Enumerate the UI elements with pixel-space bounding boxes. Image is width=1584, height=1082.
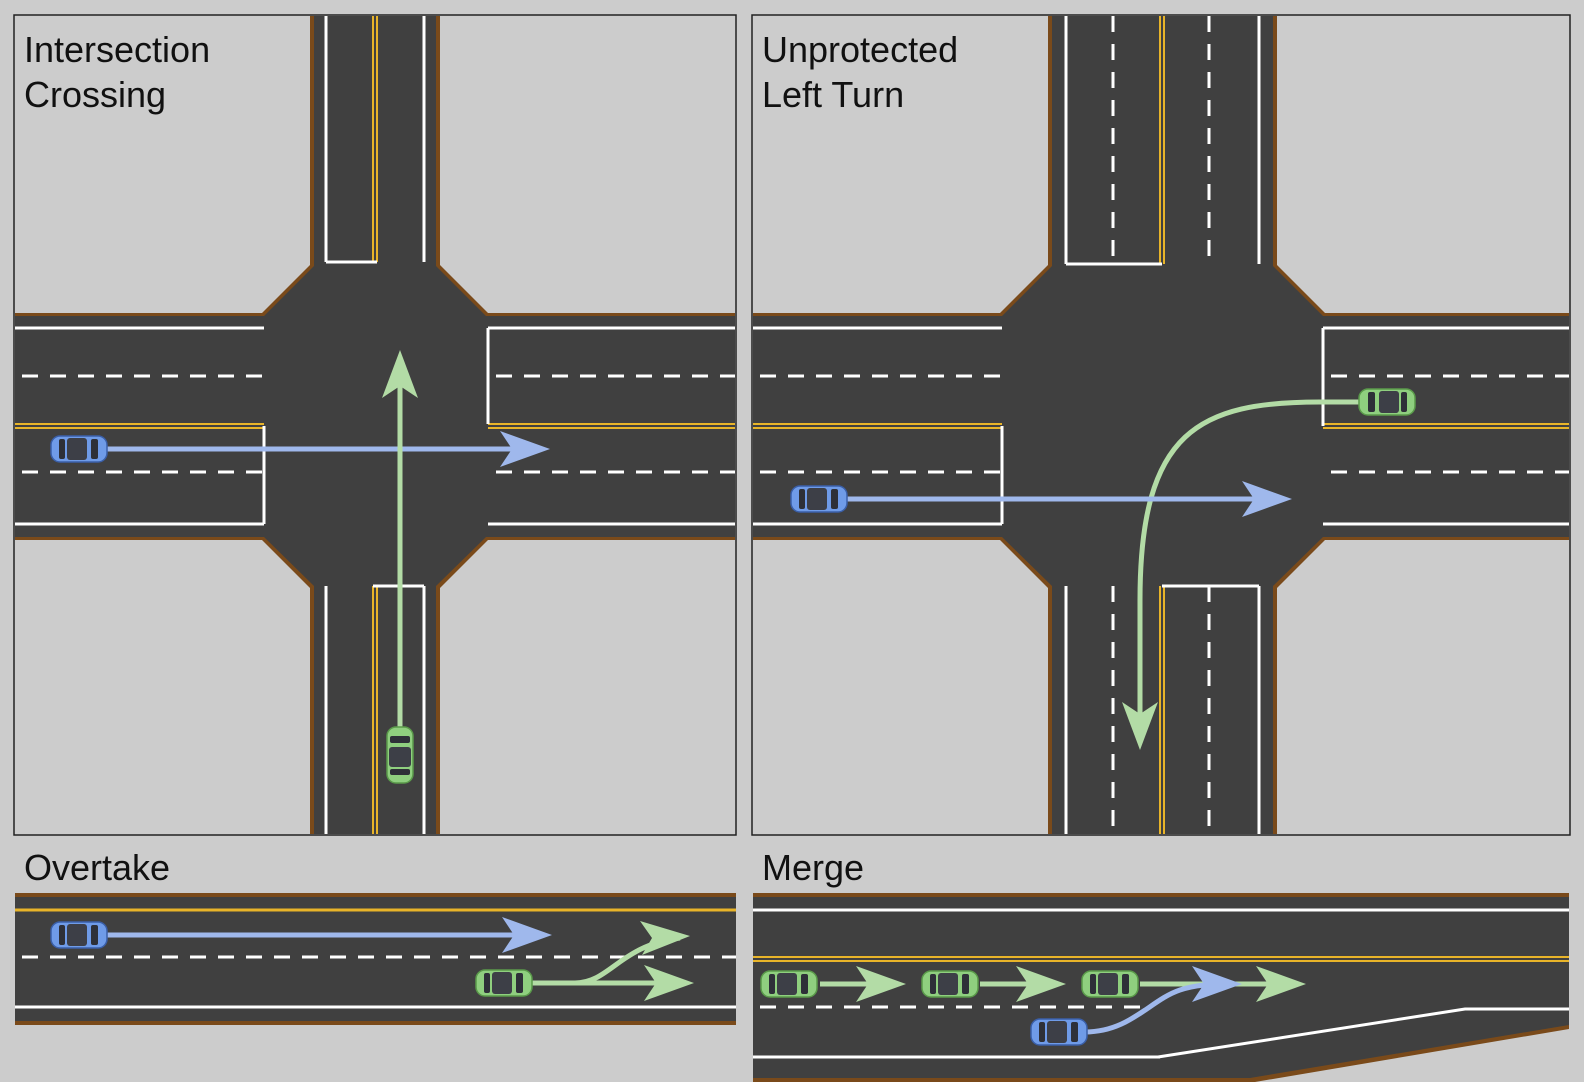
ego-vehicle-icon	[50, 921, 108, 949]
ego-vehicle-icon	[1030, 1018, 1088, 1046]
panel-title-line1: Intersection	[24, 29, 210, 70]
panel-merge: Merge	[753, 847, 1569, 1082]
intersection-asphalt	[753, 16, 1569, 834]
panel-title-line2: Crossing	[24, 74, 166, 115]
other-vehicle-icon	[1081, 970, 1139, 998]
road-asphalt	[15, 897, 736, 1021]
other-path-follow-1	[820, 966, 906, 1002]
other-vehicle-icon	[760, 970, 818, 998]
panel-unprotected-left-turn: Unprotected Left Turn	[751, 14, 1571, 836]
ego-path-merge	[1084, 966, 1242, 1035]
ego-vehicle-icon	[50, 435, 108, 463]
other-path-crossing	[382, 350, 418, 740]
ego-path-straight	[95, 431, 550, 467]
ego-vehicle-icon	[790, 485, 848, 513]
other-path-overtake	[530, 921, 694, 1001]
intersection-asphalt	[15, 16, 735, 834]
panel-intersection-crossing: Intersection Crossing	[13, 14, 737, 836]
other-vehicle-icon	[475, 969, 533, 997]
panel-title: Merge	[762, 847, 864, 888]
other-path-follow-2	[980, 966, 1066, 1002]
other-path-left-turn	[1122, 399, 1380, 750]
ego-path-straight	[835, 481, 1292, 517]
other-vehicle-icon	[1358, 388, 1416, 416]
panel-title-line2: Left Turn	[762, 74, 904, 115]
panel-title-line1: Unprotected	[762, 29, 958, 70]
panel-overtake: Overtake	[15, 847, 736, 1025]
ego-path-straight	[95, 917, 552, 953]
panel-title: Overtake	[24, 847, 170, 888]
other-vehicle-icon	[921, 970, 979, 998]
other-vehicle-icon	[386, 726, 414, 784]
